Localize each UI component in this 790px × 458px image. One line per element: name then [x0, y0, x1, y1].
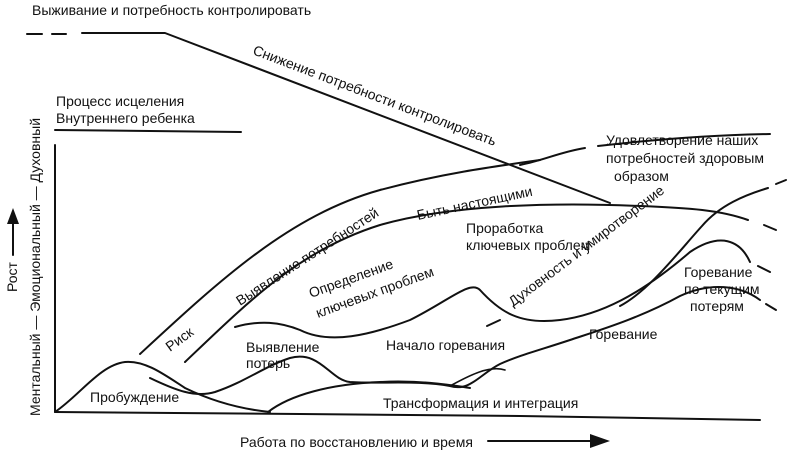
transformation-curve: [267, 380, 471, 413]
loss-label-line1: Выявление: [246, 339, 320, 355]
core-issues-curve: [184, 203, 749, 363]
healing-label-line1: Процесс исцеления: [56, 93, 184, 109]
survival-label: Выживание и потребность контролировать: [32, 2, 311, 18]
grief-dash: [765, 303, 777, 311]
y-axis-levels-label: Ментальный — Эмоциональный — Духовный: [27, 118, 43, 416]
decrease-control-label: Снижение потребности контролировать: [251, 42, 499, 149]
healing-label-line2: Внутреннего ребенка: [56, 110, 195, 126]
satisfaction-line: [519, 147, 586, 166]
core-work-wave: [234, 239, 751, 339]
awakening-hill: [54, 360, 271, 413]
spirituality-lead-dash: [486, 319, 501, 327]
grief-start-label: Начало горевания: [386, 337, 505, 353]
survival-line: [81, 32, 611, 204]
y-axis-growth-label: Рост: [4, 261, 20, 292]
x-axis-label: Работа по восстановлению и время: [240, 434, 473, 450]
loss-label-line2: потерь: [246, 355, 290, 371]
core-work-label-line2: ключевых проблем: [466, 237, 590, 253]
x-axis-line: [54, 411, 761, 421]
core-issues-dash: [763, 224, 777, 231]
current-grief-label-line1: Горевание: [684, 264, 753, 280]
satisfaction-label-line1: Удовлетворение наших: [606, 132, 758, 148]
x-axis-arrowhead: [590, 434, 610, 448]
core-work-dash: [757, 265, 771, 273]
satisfaction-line: [597, 133, 771, 147]
spirituality-dash: [775, 179, 787, 185]
current-grief-label-line2: по текущим: [684, 281, 760, 297]
healing-baseline: [54, 129, 242, 133]
core-work-label-line1: Проработка: [466, 220, 544, 236]
awakening-label: Пробуждение: [90, 389, 179, 405]
spirituality-curve: [619, 187, 769, 307]
satisfaction-label-line2: потребностей здоровым: [606, 150, 764, 166]
be-present-label: Быть настоящими: [415, 183, 534, 223]
needs-curve: [139, 159, 541, 355]
satisfaction-label-line3: образом: [614, 168, 669, 184]
grieving-label: Горевание: [589, 326, 658, 342]
current-grief-label-line3: потерям: [690, 298, 744, 314]
transformation-label: Трансформация и интеграция: [383, 395, 578, 411]
transformation-small-loop: [449, 368, 506, 387]
y-axis-arrowhead: [7, 208, 19, 224]
